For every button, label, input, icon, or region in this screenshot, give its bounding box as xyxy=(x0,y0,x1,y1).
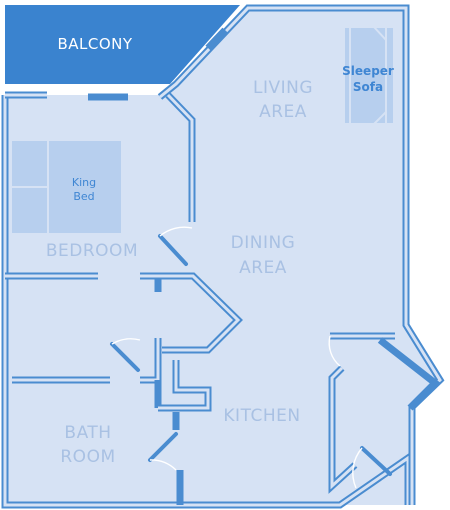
sofa-label-line2: Sofa xyxy=(353,80,383,94)
doors xyxy=(110,226,392,489)
bedroom-label: BEDROOM xyxy=(46,241,138,261)
bed-label-line2: Bed xyxy=(73,190,94,203)
living-area-label-line1: LIVING xyxy=(253,78,313,98)
living-area-label-line2: AREA xyxy=(259,102,307,122)
walls xyxy=(1,4,445,509)
dining-area-label-line2: AREA xyxy=(239,258,287,278)
dining-area-label-line1: DINING xyxy=(231,233,296,253)
sofa-label-line1: Sleeper xyxy=(342,64,394,78)
balcony-label: BALCONY xyxy=(57,35,132,53)
bed-label-line1: King xyxy=(72,176,96,189)
balcony-area xyxy=(5,5,240,84)
king-bed: King Bed xyxy=(12,141,121,233)
kitchen-label: KITCHEN xyxy=(223,406,300,426)
bath-room-label-line1: BATH xyxy=(64,423,111,443)
sleeper-sofa: Sleeper Sofa xyxy=(342,26,395,125)
bath-room-label-line2: ROOM xyxy=(60,447,115,467)
